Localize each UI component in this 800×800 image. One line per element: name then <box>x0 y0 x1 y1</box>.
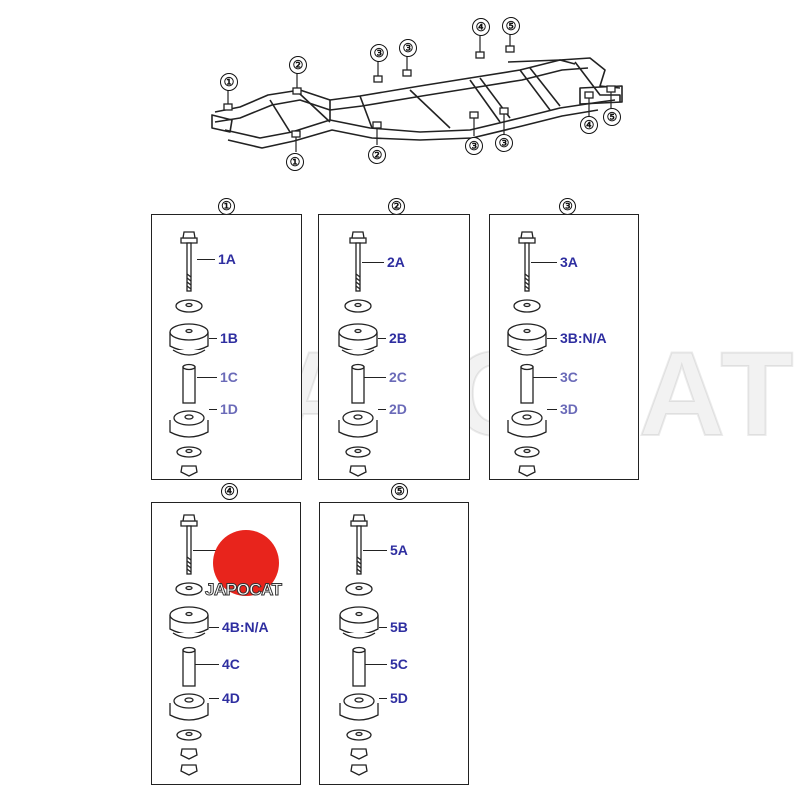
part-label-2d: 2D <box>389 401 407 417</box>
callout-4: ④ <box>472 18 490 36</box>
part-label-3c: 3C <box>560 369 578 385</box>
vehicle-frame-diagram <box>211 32 623 152</box>
callout-3: ③ <box>370 44 388 62</box>
part-label-3b: 3B:N/A <box>560 330 607 346</box>
callout-5: ⑤ <box>502 17 520 35</box>
panel-number-3: ③ <box>559 198 576 215</box>
panel-number-4: ④ <box>221 483 238 500</box>
part-label-3d: 3D <box>560 401 578 417</box>
panel-mount-5: 5A 5B 5C 5D <box>319 502 469 785</box>
mount-point <box>402 69 412 77</box>
part-label-4b: 4B:N/A <box>222 619 269 635</box>
mount-point <box>223 103 233 111</box>
part-label-1a: 1A <box>218 251 236 267</box>
part-label-2c: 2C <box>389 369 407 385</box>
mount-point <box>292 87 302 95</box>
japocat-logo: JAPOCAT <box>204 530 285 610</box>
mount-point <box>469 111 479 119</box>
panel-number-5: ⑤ <box>391 483 408 500</box>
part-label-3a: 3A <box>560 254 578 270</box>
part-label-4c: 4C <box>222 656 240 672</box>
callout-3: ③ <box>495 134 513 152</box>
callout-3: ③ <box>465 137 483 155</box>
mount-point <box>606 85 616 93</box>
part-label-1c: 1C <box>220 369 238 385</box>
part-label-1b: 1B <box>220 330 238 346</box>
callout-5: ⑤ <box>603 108 621 126</box>
part-label-4d: 4D <box>222 690 240 706</box>
part-label-2a: 2A <box>387 254 405 270</box>
panel-number-1: ① <box>218 198 235 215</box>
mount-point <box>499 107 509 115</box>
mount-point <box>584 91 594 99</box>
callout-1: ① <box>286 153 304 171</box>
panel-mount-1: 1A 1B 1C 1D <box>151 214 302 481</box>
mount-point <box>505 45 515 53</box>
mount-point <box>291 130 301 138</box>
callout-2: ② <box>368 146 386 164</box>
panel-mount-2: 2A 2B 2C 2D <box>318 214 470 481</box>
part-label-5a: 5A <box>390 542 408 558</box>
mount-point <box>475 51 485 59</box>
callout-2: ② <box>289 56 307 74</box>
part-label-5d: 5D <box>390 690 408 706</box>
part-label-2b: 2B <box>389 330 407 346</box>
mount-point <box>373 75 383 83</box>
logo-text: JAPOCAT <box>204 580 282 600</box>
panel-mount-3: 3A 3B:N/A 3C 3D <box>489 214 639 481</box>
callout-4: ④ <box>580 116 598 134</box>
panel-number-2: ② <box>388 198 405 215</box>
part-label-5c: 5C <box>390 656 408 672</box>
callout-3: ③ <box>399 39 417 57</box>
logo-red-circle <box>213 530 279 596</box>
mount-point <box>372 121 382 129</box>
part-label-5b: 5B <box>390 619 408 635</box>
callout-1: ① <box>220 73 238 91</box>
part-label-1d: 1D <box>220 401 238 417</box>
